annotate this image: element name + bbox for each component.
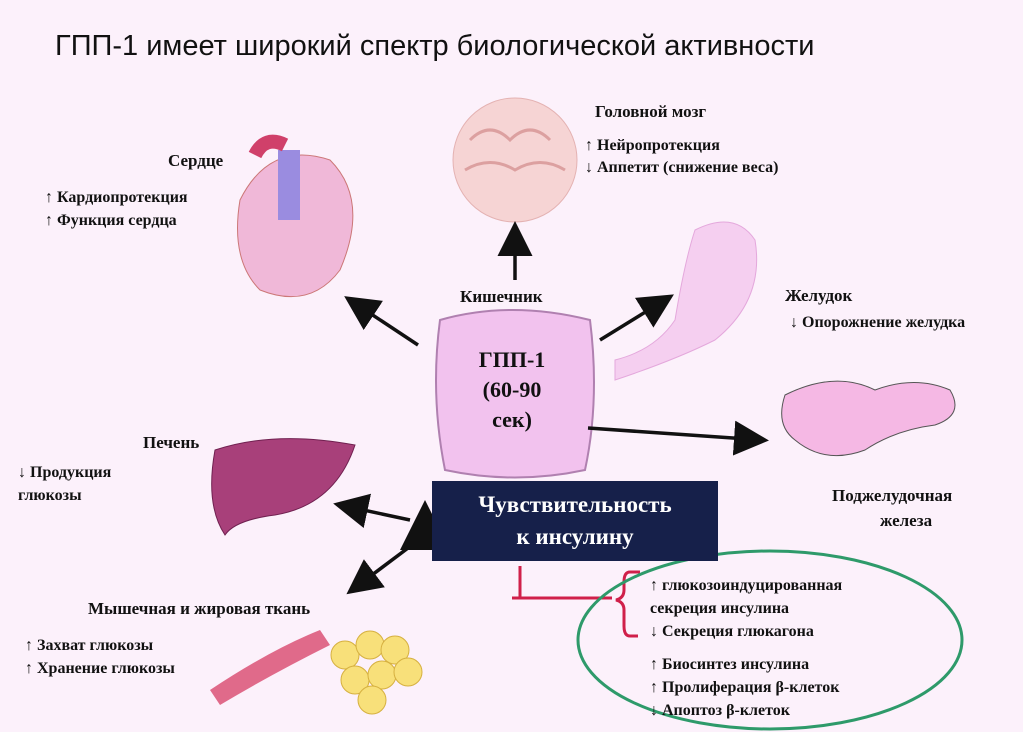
half-life-unit: сек)	[492, 407, 532, 432]
pancreas-effects-ellipse	[576, 549, 964, 731]
liver-effect: глюкозы	[18, 487, 82, 504]
stomach-effect: ↓ Опорожнение желудка	[790, 314, 966, 331]
liver-icon	[211, 438, 356, 536]
box-line: Чувствительность	[478, 492, 672, 517]
stomach-icon	[614, 221, 758, 381]
liver-effect: ↓ Продукция	[18, 464, 112, 481]
half-life: (60-90	[482, 377, 542, 402]
heart-effect: ↑ Кардиопротекция	[45, 189, 188, 206]
brain-label: Головной мозг	[595, 102, 707, 121]
brain-effect: ↑ Нейропротекция	[585, 137, 720, 154]
glp1-label: ГПП-1 (60-90 сек)	[462, 345, 562, 435]
pancreas-effect: ↑ Биосинтез инсулина	[650, 656, 810, 673]
arrows	[333, 221, 769, 595]
muscle-icon	[210, 630, 330, 705]
pancreas-icon	[781, 380, 956, 457]
insulin-sensitivity-box: Чувствительность к инсулину	[432, 481, 718, 561]
box-line: к инсулину	[516, 524, 634, 549]
heart-effect: ↑ Функция сердца	[45, 212, 177, 229]
hormone-name: ГПП-1	[478, 347, 546, 372]
pancreas-effect: ↓ Апоптоз β-клеток	[650, 702, 790, 719]
brain-icon	[452, 97, 578, 223]
muscle-effect: ↑ Хранение глюкозы	[25, 660, 175, 677]
stomach-label: Желудок	[785, 286, 853, 305]
pancreas-label: железа	[880, 511, 933, 530]
intestine-label: Кишечник	[460, 287, 543, 306]
pancreas-effect: ↓ Секреция глюкагона	[650, 623, 814, 640]
page-title: ГПП-1 имеет широкий спектр биологической…	[55, 30, 815, 62]
muscle-label: Мышечная и жировая ткань	[88, 599, 311, 618]
pancreas-effect: ↑ Пролиферация β-клеток	[650, 679, 840, 696]
fat-tissue-icon	[330, 630, 423, 715]
brain-effect: ↓ Аппетит (снижение веса)	[585, 159, 779, 176]
pancreas-effect: секреция инсулина	[650, 600, 790, 617]
inhibition-bracket	[512, 566, 640, 638]
intestine-icon	[435, 309, 595, 479]
muscle-effect: ↑ Захват глюкозы	[25, 637, 154, 654]
liver-label: Печень	[143, 433, 200, 452]
heart-icon	[237, 134, 354, 298]
pancreas-effect: ↑ глюкозоиндуцированная	[650, 577, 843, 594]
heart-label: Сердце	[168, 151, 224, 170]
pancreas-label: Поджелудочная	[832, 486, 953, 505]
